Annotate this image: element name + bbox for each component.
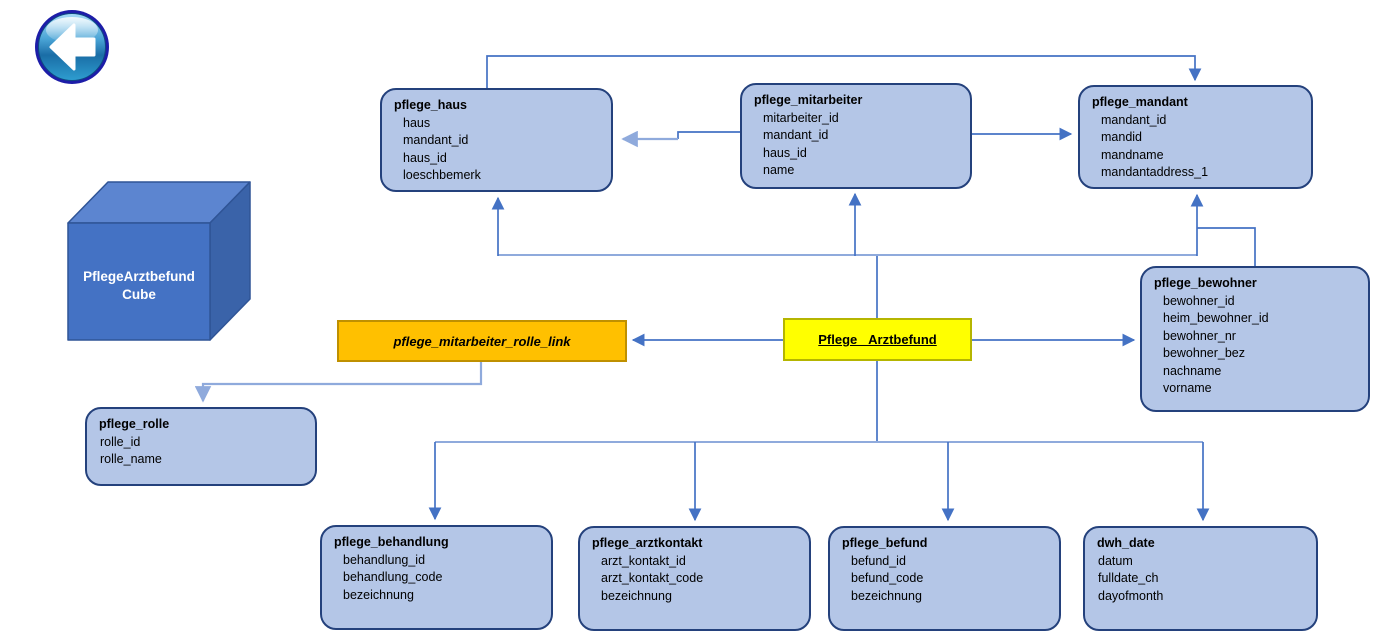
entity-field: behandlung_code: [343, 570, 443, 584]
entity-field: bewohner_id: [1163, 293, 1235, 308]
entity-field: bezeichnung: [851, 588, 922, 603]
entity-field: bewohner_nr: [1163, 328, 1236, 343]
link-node-label: pflege_mitarbeiter_rolle_link: [393, 333, 571, 349]
entity-field: vorname: [1163, 381, 1212, 395]
cube-icon: [67, 181, 251, 341]
entity-field: befund_id: [851, 553, 906, 568]
entity-field: datum: [1098, 553, 1133, 568]
entity-fields: haus mandant_id haus_id loeschbemerk: [394, 115, 601, 185]
entity-pflege-bewohner[interactable]: pflege_bewohner bewohner_id heim_bewohner…: [1140, 266, 1370, 412]
entity-field: rolle_name: [100, 452, 162, 466]
entity-field: arzt_kontakt_code: [601, 571, 704, 585]
entity-title: pflege_mandant: [1092, 95, 1188, 109]
entity-field: nachname: [1163, 363, 1222, 378]
entity-fields: datum fulldate_ch dayofmonth: [1097, 553, 1306, 606]
entity-title: pflege_behandlung: [334, 535, 449, 549]
entity-title: dwh_date: [1097, 536, 1155, 550]
entity-pflege-rolle[interactable]: pflege_rolle rolle_id rolle_name: [85, 407, 317, 486]
cube-label: PflegeArztbefund Cube: [83, 269, 195, 302]
entity-field: haus_id: [763, 145, 807, 160]
entity-field: rolle_id: [100, 434, 141, 449]
entity-field: arzt_kontakt_id: [601, 553, 686, 568]
entity-field: behandlung_id: [343, 552, 426, 567]
entity-field: name: [763, 163, 795, 177]
entity-title: pflege_befund: [842, 536, 928, 550]
entity-field: bewohner_bez: [1163, 346, 1246, 360]
entity-field: mandant_id: [403, 133, 469, 147]
entity-title: pflege_bewohner: [1154, 276, 1257, 290]
entity-field: dayofmonth: [1098, 588, 1164, 603]
entity-field: haus_id: [403, 150, 447, 165]
entity-fields: arzt_kontakt_id arzt_kontakt_code bezeichn…: [592, 553, 799, 606]
entity-fields: rolle_id rolle_name: [99, 434, 305, 469]
entity-field: mitarbeiter_id: [763, 110, 839, 125]
entity-title: pflege_arztkontakt: [592, 536, 703, 550]
fact-node-label: Pflege _Arztbefund: [818, 332, 937, 347]
entity-field: mandant_id: [763, 128, 829, 142]
entity-field: haus: [403, 115, 431, 130]
entity-field: heim_bewohner_id: [1163, 311, 1269, 325]
entity-title: pflege_rolle: [99, 417, 170, 431]
node-pflege-arztbefund[interactable]: Pflege _Arztbefund: [783, 318, 972, 361]
entity-field: bezeichnung: [601, 588, 672, 603]
entity-title: pflege_haus: [394, 98, 467, 112]
entity-field: mandname: [1101, 147, 1164, 162]
entity-dwh-date[interactable]: dwh_date datum fulldate_ch dayofmonth: [1083, 526, 1318, 631]
left-arrow-icon: [35, 10, 109, 84]
back-button[interactable]: [33, 8, 111, 86]
entity-fields: behandlung_id behandlung_code bezeichnung: [334, 552, 541, 605]
entity-field: loeschbemerk: [403, 168, 481, 182]
entity-field: mandid: [1101, 130, 1142, 144]
entity-title: pflege_mitarbeiter: [754, 93, 863, 107]
node-pflege-mitarbeiter-rolle-link[interactable]: pflege_mitarbeiter_rolle_link: [337, 320, 627, 362]
entity-field: mandantaddress_1: [1101, 165, 1209, 179]
entity-field: fulldate_ch: [1098, 571, 1159, 585]
entity-fields: befund_id befund_code bezeichnung: [842, 553, 1049, 606]
entity-field: mandant_id: [1101, 112, 1167, 127]
entity-field: befund_code: [851, 571, 924, 585]
entity-field: bezeichnung: [343, 587, 414, 602]
